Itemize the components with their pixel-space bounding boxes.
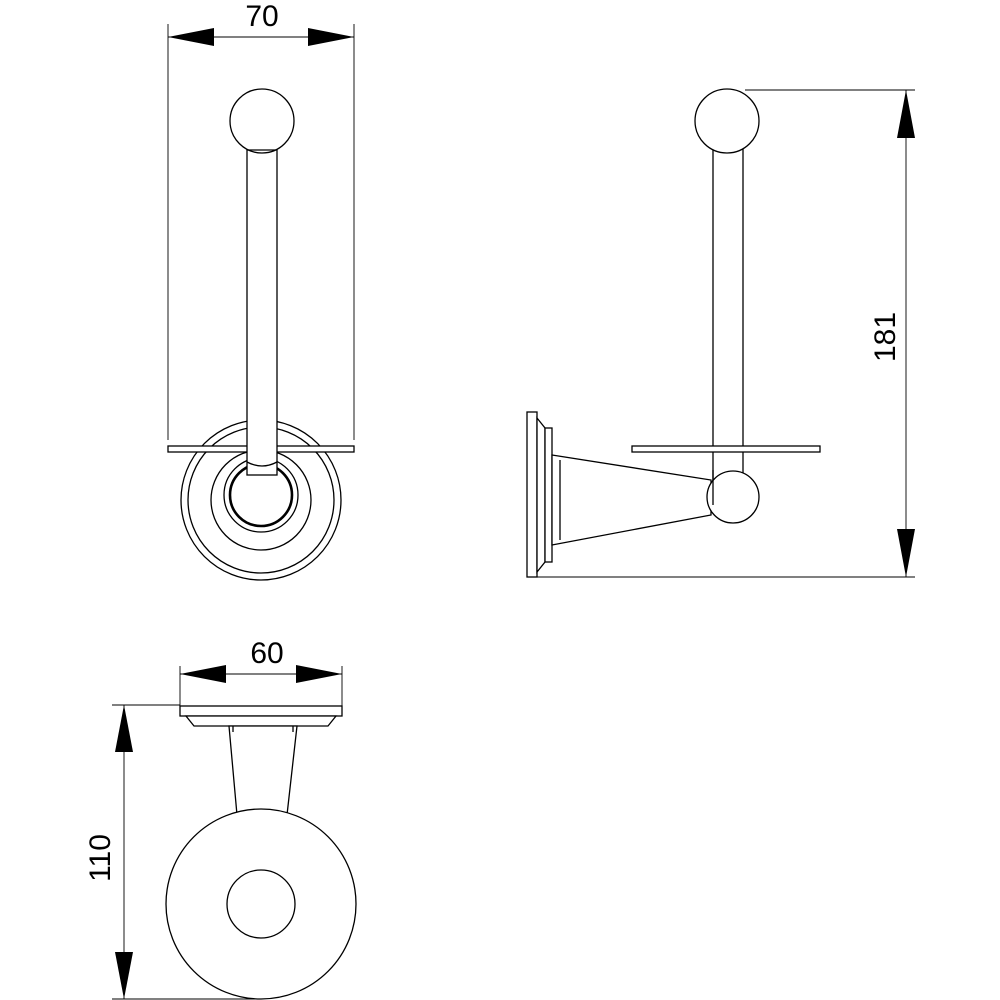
support-arm xyxy=(551,454,712,546)
top-view: 60 110 xyxy=(84,637,357,1000)
side-view: 181 xyxy=(526,88,915,578)
width-dimension-label: 70 xyxy=(245,0,278,33)
front-view: 70 xyxy=(167,0,355,581)
wall-plate xyxy=(526,411,538,578)
top-depth-dimension-label: 110 xyxy=(84,834,117,882)
height-dimension-label: 181 xyxy=(869,312,902,362)
rod xyxy=(246,139,278,476)
top-wall-plate xyxy=(179,705,343,717)
top-width-dimension-label: 60 xyxy=(250,637,283,670)
top-arm xyxy=(228,725,298,816)
ball-knob xyxy=(229,88,295,154)
